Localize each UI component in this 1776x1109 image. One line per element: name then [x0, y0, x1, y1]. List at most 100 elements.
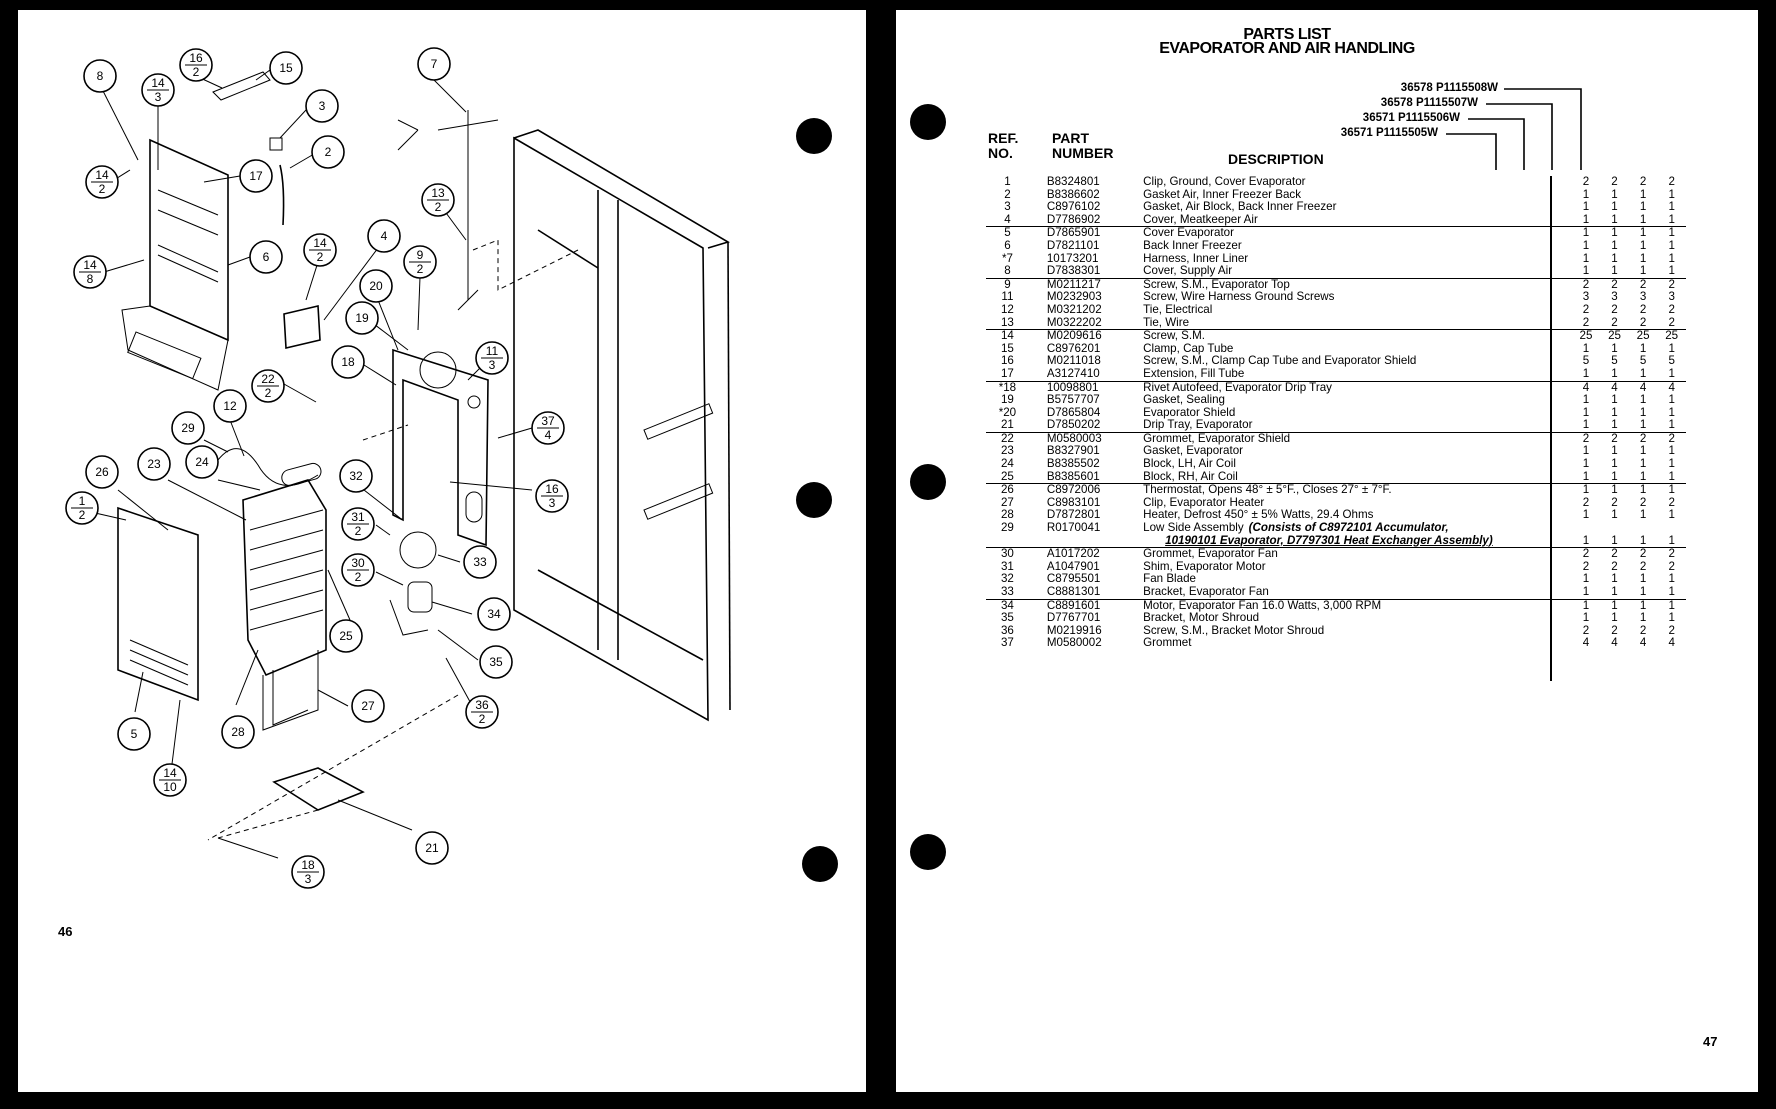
ref-number: 33	[1000, 585, 1014, 598]
parts-list-subtitle: EVAPORATOR AND AIR HANDLING	[1159, 40, 1415, 57]
part-number: D7872801	[1046, 508, 1101, 522]
svg-text:7: 7	[431, 57, 438, 71]
quantity-1: 1	[1582, 341, 1590, 355]
ref-number: 24	[1000, 457, 1014, 471]
quantity-4: 1	[1668, 533, 1675, 547]
ref-number: 3	[1004, 200, 1011, 214]
callout-35: 35	[479, 645, 513, 679]
description-text: Block, RH, Air Coil	[1143, 469, 1238, 483]
quantity-1: 1	[1582, 405, 1590, 419]
description: Heater, Defrost 450° ± 5% Watts, 29.4 Oh…	[1143, 509, 1572, 522]
callout-21: 21	[415, 831, 449, 865]
right-page-number: 47	[1703, 1034, 1718, 1049]
binder-hole-left-top	[796, 118, 832, 154]
quantity-1: 3	[1582, 290, 1590, 304]
quantity-4: 1	[1668, 585, 1675, 598]
model-bracket-lines	[1446, 88, 1582, 170]
quantity-4: 1	[1657, 226, 1686, 240]
description: Clip, Evaporator Heater	[1143, 496, 1572, 510]
callout-16-3: 163	[535, 479, 569, 513]
ref-number: *18	[986, 380, 1029, 395]
svg-text:3: 3	[155, 90, 162, 104]
quantity-2: 2	[1611, 315, 1618, 329]
quantity-4: 1	[1668, 405, 1675, 419]
description: Cover, Supply Air	[1143, 264, 1572, 278]
quantity-2: 1	[1611, 418, 1618, 432]
quantity-1: 2	[1582, 175, 1590, 188]
quantity-3: 1	[1639, 585, 1647, 598]
ref-number: 8	[1004, 264, 1011, 278]
quantity-4: 1	[1668, 393, 1675, 407]
quantity-3: 1	[1639, 212, 1647, 226]
quantity-1: 1	[1582, 457, 1590, 471]
description: Bracket, Motor Shroud	[1143, 611, 1572, 625]
svg-text:3: 3	[319, 99, 326, 113]
description-note: (Consists of C8972101 Accumulator,	[1248, 521, 1449, 535]
svg-text:24: 24	[195, 455, 209, 469]
quantity-2	[1600, 522, 1629, 535]
evaporator-coil	[242, 479, 327, 677]
description: Grommet	[1143, 637, 1572, 650]
ref-number: 36	[1000, 623, 1014, 637]
quantity-1: 1	[1582, 508, 1590, 522]
callout-15: 15	[269, 51, 303, 85]
part-number: A1047901	[1046, 559, 1100, 573]
quantity-1: 1	[1582, 393, 1590, 407]
ref-number: 17	[1000, 366, 1014, 380]
description-text: Extension, Fill Tube	[1143, 366, 1245, 380]
description-text: Clamp, Cap Tube	[1143, 341, 1234, 355]
part-number	[1029, 535, 1143, 548]
description: Screw, S.M., Evaporator Top	[1143, 277, 1572, 292]
quantity-4: 1	[1668, 200, 1675, 214]
description: Fan Blade	[1143, 573, 1572, 586]
quantity-4: 25	[1657, 329, 1686, 343]
part-number: B5757707	[1046, 393, 1100, 407]
ref-number: 9	[986, 277, 1029, 292]
quantity-1: 1	[1582, 212, 1590, 226]
callout-14-2a: 142	[85, 165, 119, 199]
quantity-1: 2	[1571, 431, 1601, 446]
callout-1-2: 12	[65, 491, 99, 525]
description: Clip, Ground, Cover Evaporator	[1143, 175, 1572, 189]
quantity-1: 1	[1571, 226, 1601, 240]
part-number: M0580002	[1046, 636, 1102, 650]
ref-number: 5	[986, 226, 1029, 240]
quantity-4: 1	[1668, 611, 1675, 625]
quantity-2: 1	[1611, 444, 1618, 458]
callout-29: 29	[171, 411, 205, 445]
description-text: Shim, Evaporator Motor	[1143, 559, 1266, 573]
ref-number: 30	[986, 547, 1029, 561]
quantity-3: 2	[1628, 431, 1658, 446]
quantity-2: 2	[1611, 302, 1618, 316]
description-text: Tie, Wire	[1143, 315, 1190, 329]
callout-30-2: 302	[341, 553, 375, 587]
quantity-3: 2	[1639, 175, 1647, 188]
ref-number: 23	[1000, 444, 1014, 458]
svg-text:2: 2	[355, 570, 362, 584]
svg-text:2: 2	[479, 712, 486, 726]
quantity-2: 25	[1600, 329, 1629, 343]
description: Shim, Evaporator Motor	[1143, 559, 1572, 574]
quantity-2: 1	[1611, 611, 1618, 625]
svg-text:26: 26	[95, 465, 109, 479]
quantity-2: 1	[1611, 469, 1618, 483]
quantity-2: 1	[1611, 200, 1618, 214]
part-number: D7865804	[1046, 405, 1101, 419]
quantity-1: 1	[1582, 444, 1590, 458]
svg-text:3: 3	[489, 358, 496, 372]
description-text: Screw, S.M., Evaporator Top	[1143, 277, 1290, 291]
quantity-2: 2	[1600, 547, 1629, 561]
svg-text:2: 2	[193, 65, 200, 79]
description-text: Drip Tray, Evaporator	[1143, 418, 1253, 432]
quantity-3: 2	[1639, 315, 1647, 329]
description: Gasket, Evaporator	[1143, 445, 1572, 458]
svg-text:11: 11	[486, 344, 499, 358]
description: Cover, Meatkeeper Air	[1143, 213, 1572, 227]
